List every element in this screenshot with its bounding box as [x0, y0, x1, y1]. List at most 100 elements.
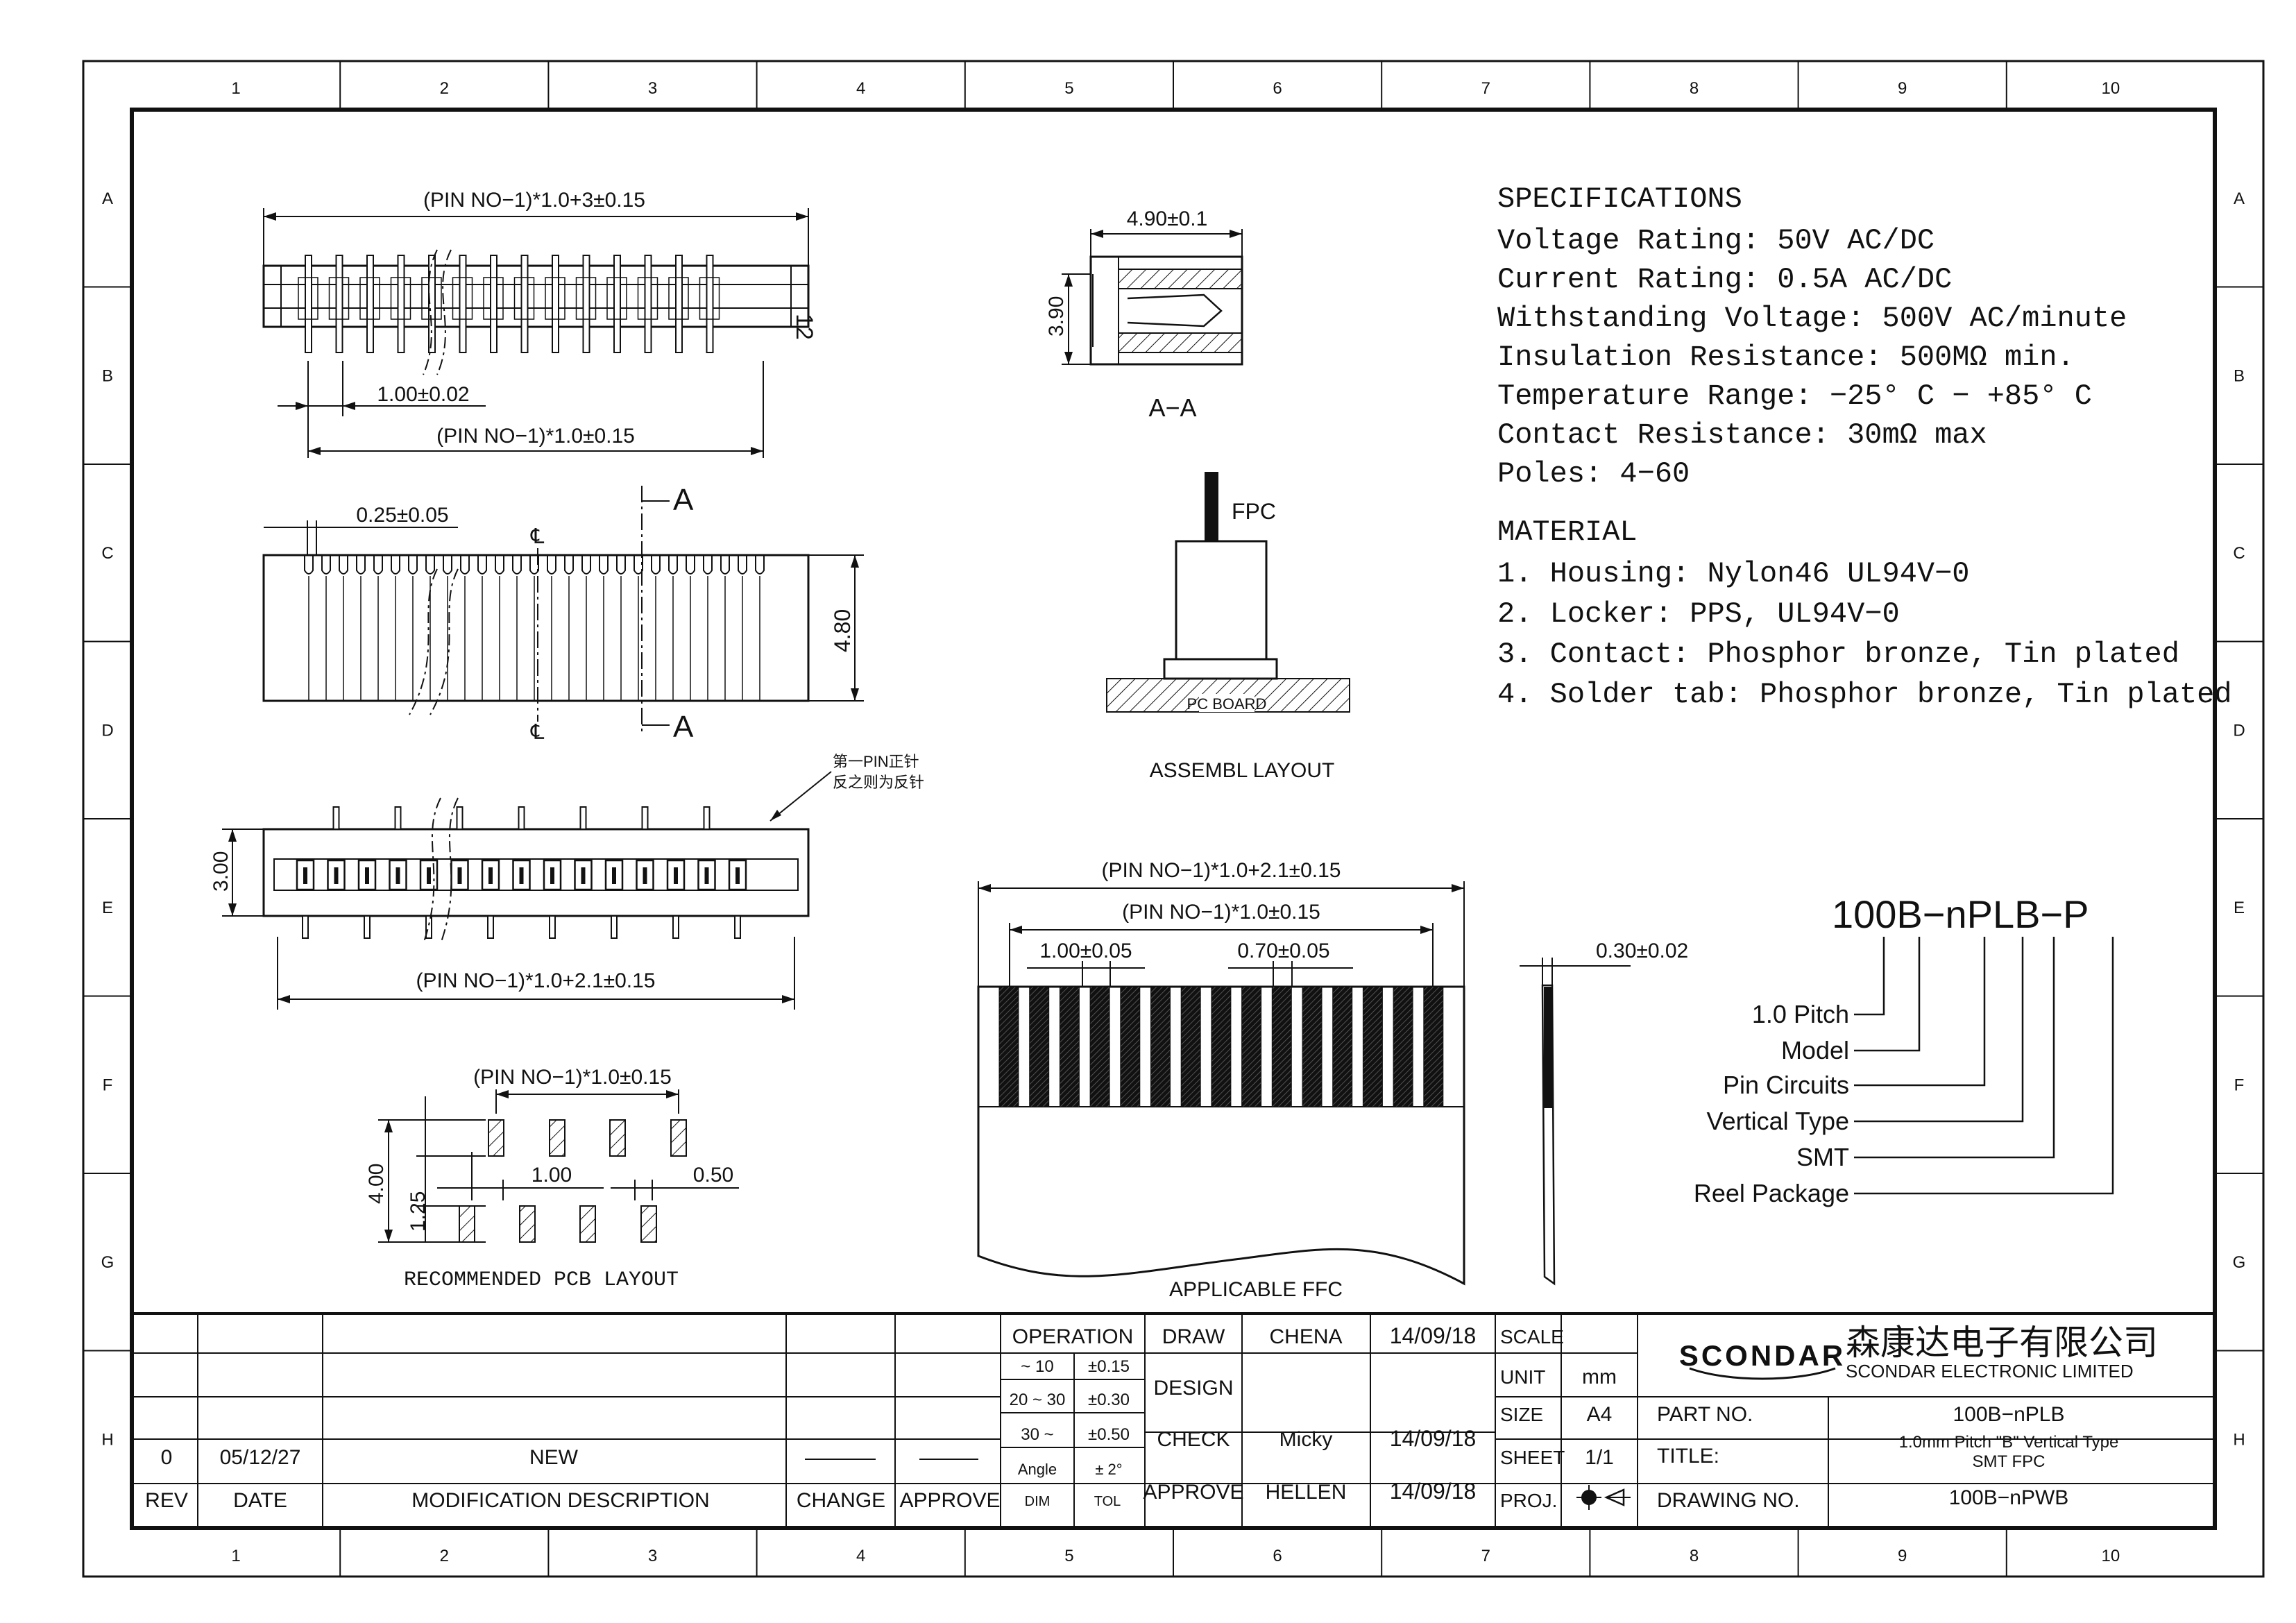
- column-label-top: 7: [1481, 79, 1490, 98]
- pcb-pad: [519, 1205, 536, 1243]
- part-no-label: PART NO.: [1657, 1403, 1753, 1426]
- spec-line: Withstanding Voltage: 500V AC/minute: [1497, 302, 2127, 335]
- rev-header: REV: [145, 1489, 188, 1512]
- material-line: 1. Housing: Nylon46 UL94V−0: [1497, 557, 1970, 590]
- column-label-top: 5: [1064, 79, 1073, 98]
- specifications-heading: SPECIFICATIONS: [1497, 182, 1742, 216]
- top-dim-span: (PIN NO−1)*1.0±0.15: [436, 425, 635, 448]
- tol-dim: 30 ~: [1021, 1425, 1053, 1444]
- row-label-right: G: [2233, 1253, 2246, 1272]
- column-label-top: 2: [440, 79, 449, 98]
- slot: [668, 555, 678, 575]
- solder-pin: [450, 859, 469, 891]
- pcb-pad: [670, 1119, 687, 1157]
- pin-contact: [706, 255, 714, 353]
- legend-label: Model: [1781, 1036, 1849, 1064]
- centerline-bottom: ℄: [530, 721, 545, 744]
- column-label-top: 3: [648, 79, 657, 98]
- pcb-dim-inner: 1.25: [407, 1191, 430, 1232]
- solder-pin: [481, 859, 500, 891]
- spec-line: Temperature Range: −25° C − +85° C: [1497, 380, 2092, 413]
- pin-tail: [549, 915, 556, 939]
- front-view: ℄ ℄ A A 0.25±0.05 4.80: [262, 483, 864, 744]
- legend-leader: [1854, 937, 1885, 1016]
- pcb-pad: [459, 1205, 475, 1243]
- description-value: NEW: [529, 1446, 579, 1469]
- pcb-pad: [579, 1205, 596, 1243]
- legend-leader: [1854, 937, 1921, 1052]
- company-logo-text: SCONDAR: [1679, 1339, 1846, 1372]
- company-logo: SCONDAR: [1679, 1339, 1846, 1380]
- pcb-pad: [609, 1119, 626, 1157]
- slot: [460, 555, 470, 575]
- ffc-conductor: [1150, 986, 1171, 1107]
- sign-role: CHECK: [1157, 1428, 1230, 1451]
- slot: [356, 555, 366, 575]
- pin-tail: [302, 915, 309, 939]
- spec-line: Contact Resistance: 30mΩ max: [1497, 418, 1987, 452]
- sign-role: DESIGN: [1153, 1377, 1233, 1400]
- column-label-bottom: 4: [856, 1547, 865, 1565]
- pcb-pad: [549, 1119, 566, 1157]
- ffc-conductor: [1059, 986, 1080, 1107]
- pcb-layout: (PIN NO−1)*1.0±0.15 4.00 1.25 1.00 0.50 …: [365, 1066, 739, 1292]
- slot: [391, 555, 400, 575]
- company-name-en: SCONDAR ELECTRONIC LIMITED: [1846, 1361, 2134, 1382]
- ffc-conductor: [1241, 986, 1262, 1107]
- slot: [477, 555, 487, 575]
- material-line: 3. Contact: Phosphor bronze, Tin plated: [1497, 638, 2179, 671]
- row-label-right: H: [2233, 1430, 2245, 1449]
- section-dim-height: 3.90: [1045, 296, 1068, 337]
- sign-role: APPROVE: [1143, 1481, 1243, 1504]
- solder-pin: [697, 859, 716, 891]
- pin-contact: [459, 255, 467, 353]
- legend-leader: [1854, 937, 1986, 1087]
- description-header: MODIFICATION DESCRIPTION: [411, 1489, 709, 1512]
- tol-dim: ~ 10: [1021, 1357, 1053, 1376]
- pcb-dim-pitch: 1.00: [532, 1164, 572, 1187]
- pin-tail: [518, 806, 525, 830]
- pin-tail: [579, 806, 587, 830]
- legend-label: Reel Package: [1694, 1179, 1849, 1207]
- column-label-top: 8: [1690, 79, 1699, 98]
- projection-label: PROJ.: [1500, 1490, 1557, 1511]
- ffc-conductor: [1029, 986, 1050, 1107]
- pin-tail: [394, 806, 402, 830]
- solder-pin: [419, 859, 439, 891]
- legend-leader: [1854, 937, 2055, 1159]
- top-dim-pitch: 1.00±0.02: [377, 383, 469, 406]
- unit-label: UNIT: [1500, 1366, 1545, 1388]
- column-label-bottom: 6: [1273, 1547, 1282, 1565]
- title-line-1: 1.0mm Pitch "B" Vertical Type: [1899, 1433, 2119, 1452]
- row-label-left: A: [102, 189, 113, 208]
- spec-line: Insulation Resistance: 500MΩ min.: [1497, 341, 2075, 374]
- pin-contact: [582, 255, 590, 353]
- column-label-bottom: 5: [1064, 1547, 1073, 1565]
- tol-value: ± 2°: [1095, 1461, 1122, 1478]
- slot: [686, 555, 695, 575]
- sheet-value: 1/1: [1585, 1446, 1614, 1469]
- column-label-top: 6: [1273, 79, 1282, 98]
- ffc-dim-thickness: 0.30±0.02: [1596, 940, 1688, 962]
- slot: [651, 555, 661, 575]
- column-label-bottom: 1: [231, 1547, 240, 1565]
- sign-name: CHENA: [1269, 1325, 1342, 1348]
- title-line-2: SMT FPC: [1973, 1452, 2046, 1471]
- legend-leader: [1854, 937, 2114, 1195]
- pin-contact: [644, 255, 652, 353]
- slot: [373, 555, 383, 575]
- row-label-right: D: [2233, 721, 2245, 740]
- pin-tail: [364, 915, 371, 939]
- bottom-dim-height: 3.00: [210, 851, 232, 892]
- column-label-top: 9: [1898, 79, 1907, 98]
- top-dim-height: 12: [791, 314, 817, 340]
- ffc-dim-width: 0.70±0.05: [1237, 940, 1329, 962]
- solder-pin: [666, 859, 686, 891]
- solder-pin: [543, 859, 562, 891]
- legend-label: SMT: [1796, 1143, 1849, 1171]
- ffc-conductor: [1362, 986, 1383, 1107]
- pin-contact: [366, 255, 374, 353]
- sheet-label: SHEET: [1500, 1447, 1565, 1468]
- date-header: DATE: [233, 1489, 287, 1512]
